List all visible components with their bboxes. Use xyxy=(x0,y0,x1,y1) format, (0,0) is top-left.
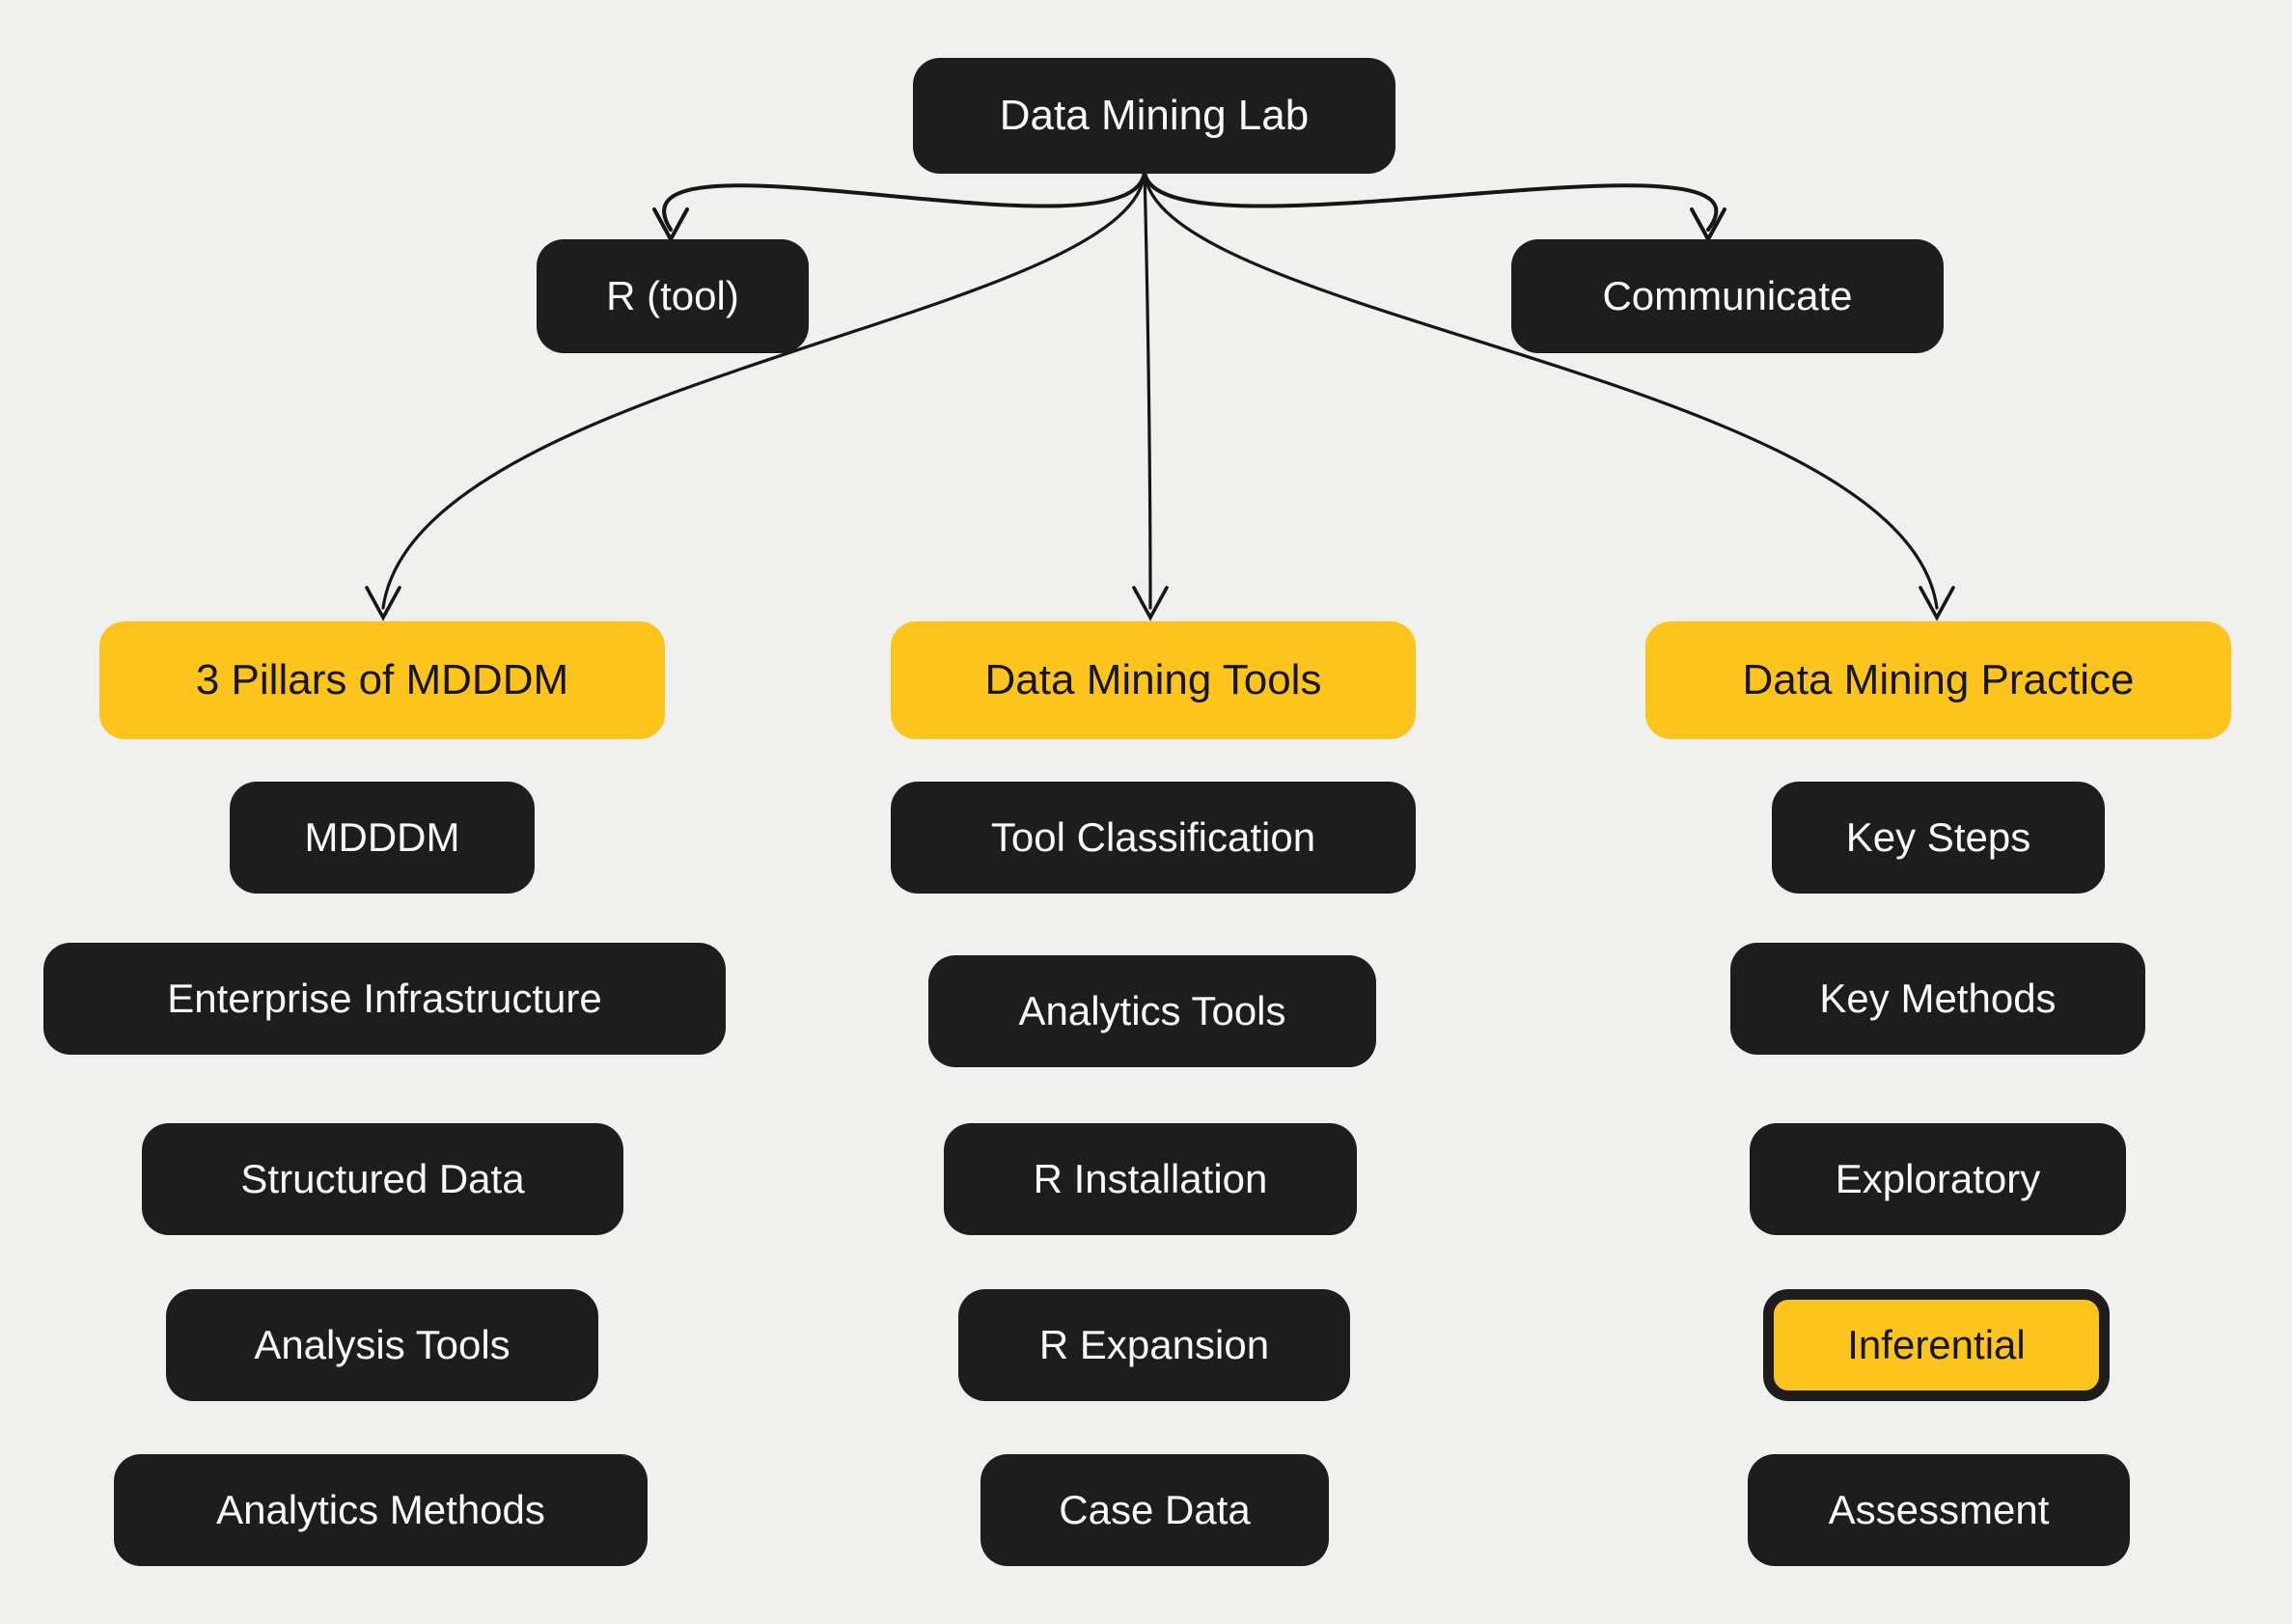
node-label-data-mining-practice: Data Mining Practice xyxy=(1742,655,2135,703)
node-r-expansion[interactable]: R Expansion xyxy=(958,1289,1350,1401)
node-analytics-methods[interactable]: Analytics Methods xyxy=(114,1454,648,1566)
edge-data-mining-lab-to-r-tool xyxy=(662,169,1146,232)
node-mdddm[interactable]: MDDDM xyxy=(230,782,535,894)
node-enterprise-infrastructure[interactable]: Enterprise Infrastructure xyxy=(43,943,726,1055)
edge-data-mining-lab-to-data-mining-practice xyxy=(1143,169,1939,610)
node-r-installation[interactable]: R Installation xyxy=(944,1123,1357,1235)
node-label-enterprise-infrastructure: Enterprise Infrastructure xyxy=(167,975,602,1021)
node-label-data-mining-tools: Data Mining Tools xyxy=(984,655,1322,703)
node-label-communicate: Communicate xyxy=(1602,272,1853,318)
node-inferential[interactable]: Inferential xyxy=(1763,1289,2110,1401)
arrowhead-pillars-of-mdddm xyxy=(365,586,401,621)
edge-data-mining-lab-to-communicate xyxy=(1143,169,1719,232)
node-exploratory[interactable]: Exploratory xyxy=(1750,1123,2126,1235)
node-key-methods[interactable]: Key Methods xyxy=(1730,943,2145,1055)
node-structured-data[interactable]: Structured Data xyxy=(142,1123,623,1235)
node-label-mdddm: MDDDM xyxy=(304,813,460,860)
node-label-inferential: Inferential xyxy=(1847,1321,2026,1367)
node-analysis-tools[interactable]: Analysis Tools xyxy=(166,1289,598,1401)
node-data-mining-tools[interactable]: Data Mining Tools xyxy=(891,621,1416,739)
node-label-tool-classification: Tool Classification xyxy=(990,813,1316,860)
node-r-tool[interactable]: R (tool) xyxy=(537,239,809,353)
node-label-assessment: Assessment xyxy=(1828,1486,2050,1532)
node-communicate[interactable]: Communicate xyxy=(1511,239,1944,353)
node-key-steps[interactable]: Key Steps xyxy=(1772,782,2105,894)
node-data-mining-practice[interactable]: Data Mining Practice xyxy=(1645,621,2231,739)
node-label-analysis-tools: Analysis Tools xyxy=(254,1321,511,1367)
node-label-exploratory: Exploratory xyxy=(1835,1155,2041,1201)
arrowhead-r-tool xyxy=(652,207,689,244)
node-analytics-tools[interactable]: Analytics Tools xyxy=(928,955,1376,1067)
arrowhead-communicate xyxy=(1690,207,1726,244)
edge-data-mining-lab-to-data-mining-tools xyxy=(1143,169,1152,610)
node-label-r-expansion: R Expansion xyxy=(1038,1321,1270,1367)
node-assessment[interactable]: Assessment xyxy=(1748,1454,2130,1566)
node-label-r-tool: R (tool) xyxy=(606,272,739,318)
node-data-mining-lab[interactable]: Data Mining Lab xyxy=(913,58,1395,174)
node-pillars-of-mdddm[interactable]: 3 Pillars of MDDDM xyxy=(99,621,665,739)
node-label-case-data: Case Data xyxy=(1059,1486,1251,1532)
node-label-key-methods: Key Methods xyxy=(1819,975,2057,1021)
node-label-pillars-of-mdddm: 3 Pillars of MDDDM xyxy=(195,655,569,703)
arrowhead-data-mining-tools xyxy=(1132,586,1169,621)
node-label-analytics-methods: Analytics Methods xyxy=(216,1486,545,1532)
node-label-analytics-tools: Analytics Tools xyxy=(1018,987,1286,1033)
node-label-r-installation: R Installation xyxy=(1033,1155,1268,1201)
node-label-structured-data: Structured Data xyxy=(240,1155,525,1201)
edge-data-mining-lab-to-pillars-of-mdddm xyxy=(381,169,1146,610)
node-label-data-mining-lab: Data Mining Lab xyxy=(999,91,1310,139)
node-case-data[interactable]: Case Data xyxy=(980,1454,1329,1566)
arrowhead-data-mining-practice xyxy=(1919,586,1955,621)
node-label-key-steps: Key Steps xyxy=(1845,813,2031,860)
node-tool-classification[interactable]: Tool Classification xyxy=(891,782,1416,894)
